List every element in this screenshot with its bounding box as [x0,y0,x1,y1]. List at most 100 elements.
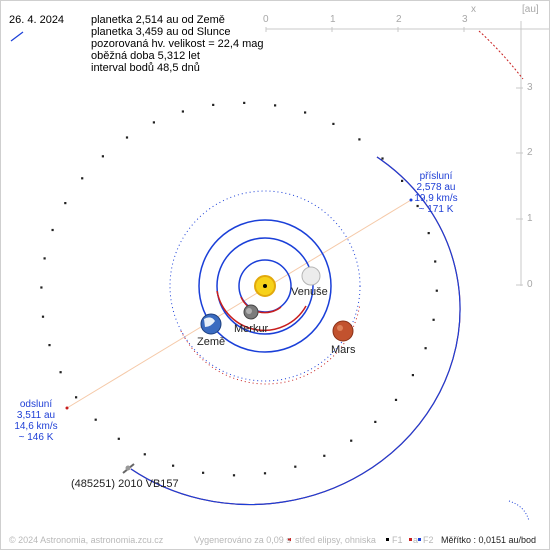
orbit-point [94,418,97,421]
aphelion-distance: 3,511 au [16,410,56,421]
orbit-point [394,398,398,401]
legend-f1-marker [386,538,389,541]
legend-f2-marker [418,538,421,541]
unit-label: [au] [522,4,539,15]
perihelion-speed: 19,9 km/s [414,193,458,204]
earth-orbit [198,219,332,353]
aphelion-marker [65,406,69,410]
orbit-legend-icon [10,31,24,42]
orbit-point [263,472,267,475]
venus-label: Venuše [291,286,328,298]
orbit-point [125,136,129,139]
orbit-point-markers [40,101,438,477]
legend-a-label: a [413,535,419,545]
orbit-point [294,465,297,468]
earth-cloud [204,317,215,327]
asteroid-orbit-above [130,156,461,506]
orbit-point [202,471,205,474]
apsides-line [66,199,412,409]
orbit-point [212,103,215,106]
y-tick-label-3: 3 [527,82,533,93]
orbit-point [232,474,236,477]
perihelion-marker [409,198,413,202]
aphelion-title: odsluní [19,399,53,410]
scale-label: Měřítko : 0,0151 au/bod [441,535,537,545]
perihelion-title: přísluní [419,171,453,182]
orbit-point [427,232,430,235]
asteroid-label: (485251) 2010 VB157 [71,478,179,490]
mars-label: Mars [331,344,356,356]
info-line-magnitude: pozorovaná hv. velikost = 22,4 mag [91,38,264,50]
info-line-interval: interval bodů 48,5 dnů [91,62,200,74]
perihelion-info: přísluní 2,578 au 19,9 km/s ~ 171 K [406,171,466,215]
orbit-point [350,439,353,442]
legend-f1-label: F1 [392,535,403,545]
orbit-point [374,420,377,423]
aphelion-temp: ~ 146 K [18,432,54,443]
orbit-point [304,111,307,114]
venus-orbit [216,237,314,335]
venus-orbit-below [216,290,307,332]
orbit-point [40,286,43,289]
legend-f2-label: F2 [423,535,434,545]
orbit-point [332,122,335,125]
x-tick-label-1: 1 [330,14,336,25]
mars-highlight [337,325,343,331]
sun-focus-marker [263,284,267,288]
orbit-point [172,464,175,467]
orbit-point [43,257,46,260]
orbit-point [411,374,414,377]
orbit-point [143,453,146,456]
earth-label: Země [197,336,226,348]
venus-icon [301,266,321,286]
aphelion-info: odsluní 3,511 au 14,6 km/s ~ 146 K [6,399,66,443]
orbit-point [435,289,438,292]
aphelion-speed: 14,6 km/s [14,421,58,432]
orbit-point [59,371,62,374]
y-tick-label-2: 2 [527,147,533,158]
generated-time: Vygenerováno za 0,09 s [194,535,291,545]
mercury-highlight [246,308,252,314]
orbit-point [416,204,419,208]
orbit-point [434,260,437,263]
orbit-point [117,437,120,440]
orbit-fragment-bottom [508,500,530,522]
info-line-distance-earth: planetka 2,514 au od Země [91,14,225,26]
orbit-point [152,121,155,124]
orbit-point [243,101,246,104]
orbit-point [401,179,404,182]
orbit-point [274,104,277,107]
orbit-point [48,344,51,347]
orbit-point [432,318,435,321]
orbit-point [181,110,184,113]
info-line-distance-sun: planetka 3,459 au od Slunce [91,26,231,38]
perihelion-distance: 2,578 au [416,182,456,193]
mars-orbit [169,190,361,382]
x-axis-label: x [471,4,476,15]
copyright-text: © 2024 Astronomia, astronomia.zcu.cz [9,535,164,545]
orbit-point [81,177,84,180]
asteroid-icon [122,463,135,474]
mercury-label: Merkur [234,323,269,335]
orbit-point [101,155,104,158]
mars-icon [332,320,354,342]
mercury-orbit-below [240,296,282,314]
orbit-point [358,138,361,141]
date-label: 26. 4. 2024 [9,14,65,26]
orbit-point [424,347,427,350]
x-tick-label-3: 3 [462,14,468,25]
orbit-point [41,315,45,318]
info-line-period: oběžná doba 5,312 let [91,50,200,62]
orbit-point [64,202,67,205]
orbit-point [51,228,54,232]
legend-center-label: střed elipsy, ohniska [295,535,376,545]
y-tick-label-0: 0 [527,279,533,290]
perihelion-temp: ~ 171 K [418,204,454,215]
x-tick-label-2: 2 [396,14,402,25]
legend-center-marker [288,538,291,541]
orbit-point [75,396,78,399]
y-tick-label-1: 1 [527,213,533,224]
orbit-point [323,454,326,457]
